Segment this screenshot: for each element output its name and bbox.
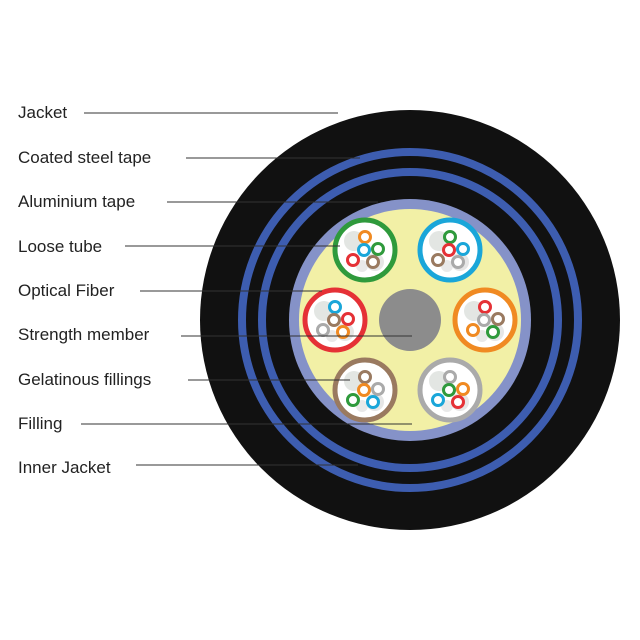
optical-fiber	[371, 242, 385, 256]
optical-fiber	[443, 230, 457, 244]
optical-fiber	[358, 230, 372, 244]
optical-fiber	[486, 325, 500, 339]
optical-fiber	[366, 395, 380, 409]
optical-fiber	[366, 255, 380, 269]
optical-fiber	[357, 243, 371, 257]
loose-tube	[417, 217, 483, 283]
optical-fiber	[316, 323, 330, 337]
optical-fiber	[336, 325, 350, 339]
loose-tube	[332, 357, 398, 423]
optical-fiber	[443, 370, 457, 384]
inner-jacket-ring	[258, 168, 562, 472]
optical-fiber	[358, 370, 372, 384]
optical-fiber	[327, 313, 341, 327]
label-filling: Filling	[18, 414, 63, 433]
optical-fiber	[328, 300, 342, 314]
optical-fiber	[357, 383, 371, 397]
leader-lines	[81, 112, 412, 466]
label-loose-tube: Loose tube	[18, 237, 103, 256]
label-gelatinous-fillings: Gelatinous fillings	[18, 370, 152, 389]
label-jacket: Jacket	[18, 103, 68, 122]
optical-fiber	[478, 300, 492, 314]
optical-fiber	[456, 382, 470, 396]
label-optical-fiber: Optical Fiber	[18, 281, 115, 300]
strength-member	[379, 289, 441, 351]
optical-fiber	[466, 323, 480, 337]
optical-fiber	[456, 242, 470, 256]
loose-tube	[452, 287, 518, 353]
optical-fiber	[451, 395, 465, 409]
coated-steel-tape-ring	[238, 148, 582, 492]
optical-fiber	[442, 243, 456, 257]
optical-fiber	[431, 253, 445, 267]
label-aluminium-tape: Aluminium tape	[18, 192, 136, 211]
optical-fiber	[477, 313, 491, 327]
loose-tube	[332, 217, 398, 283]
label-coated-steel-tape: Coated steel tape	[18, 148, 152, 167]
optical-fiber	[346, 253, 360, 267]
optical-fiber	[491, 312, 505, 326]
optical-fiber	[346, 393, 360, 407]
loose-tube	[302, 287, 368, 353]
cable-cross-section	[200, 110, 620, 530]
optical-fiber	[451, 255, 465, 269]
label-inner-jacket: Inner Jacket	[18, 458, 111, 477]
loose-tube	[417, 357, 483, 423]
optical-fiber	[341, 312, 355, 326]
optical-fiber	[431, 393, 445, 407]
label-strength-member: Strength member	[18, 325, 150, 344]
optical-fiber	[442, 383, 456, 397]
optical-fiber	[371, 382, 385, 396]
